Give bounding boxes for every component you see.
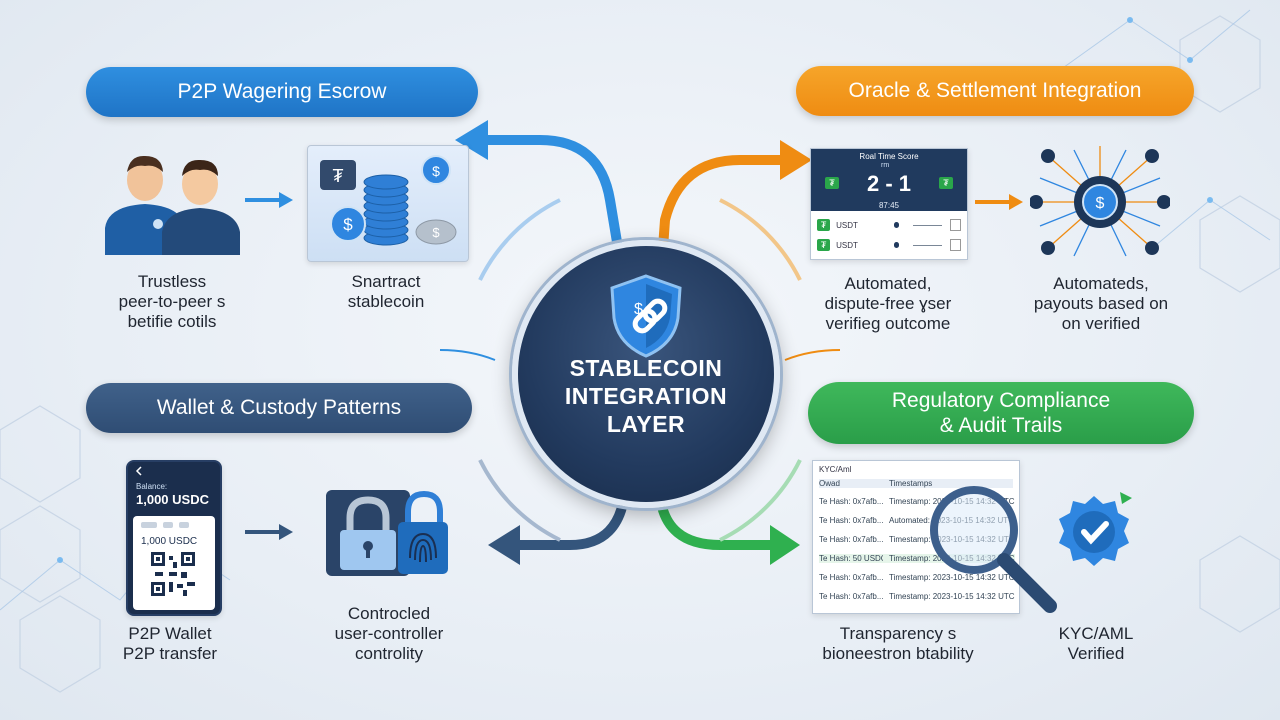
padlock-icon [326, 490, 410, 576]
audit-time: Timestamp: 2023-10-15 14:32 UTC [889, 592, 1015, 601]
payout-network-icon: $ [1030, 146, 1170, 257]
scoreboard-header-text: Roal Time Score [859, 152, 919, 161]
hub-title: STABLECOIN INTEGRATION LAYER [564, 355, 728, 437]
audit-row: Te Hash: 0x7afb... Timestamp: 2023-10-15 … [819, 592, 1015, 601]
compliance-caption-left: Transparency s bioneestron btability [822, 624, 974, 663]
audit-table-header: Owad Timestamps [819, 479, 1013, 488]
wallet-phone: Balance: 1,000 USDC 1,000 USDC [126, 460, 222, 616]
escrow-caption-left: Trustless peer-to-peer s betifie cotils [118, 272, 226, 331]
wallet-caption-left: P2P Wallet P2P transfer [122, 624, 218, 663]
wallet-title-pill: Wallet & Custody Patterns [86, 383, 472, 433]
oracle-caption-right: Automateds, payouts based on on verified [1033, 274, 1169, 333]
wallet-card: 1,000 USDC [133, 516, 215, 610]
balance-label: Balance: [136, 482, 168, 491]
card-chip [141, 522, 157, 528]
scoreboard-header: Roal Time Score rm ₮ 2 - 1 ₮ 87:45 [811, 149, 967, 211]
scoreboard-time: 87:45 [878, 201, 900, 210]
score-row-2: ₮ USDT [817, 239, 961, 251]
usdt-label-1: USDT [836, 220, 858, 230]
wallet-title: Wallet & Custody Patterns [156, 396, 402, 419]
fingerprint-icon [398, 490, 448, 574]
escrow-title: P2P Wagering Escrow [177, 80, 387, 103]
usdt-badge-1: ₮ [817, 219, 831, 231]
row-line-2 [913, 244, 942, 246]
svg-text:$: $ [432, 225, 440, 240]
svg-text:$: $ [432, 163, 440, 179]
back-arrow-icon [135, 466, 142, 476]
oracle-title-pill: Oracle & Settlement Integration [796, 66, 1194, 116]
compliance-caption-right: KYC/AML Verified [1058, 624, 1134, 663]
escrow-title-pill: P2P Wagering Escrow [86, 67, 478, 117]
oracle-title: Oracle & Settlement Integration [848, 79, 1142, 102]
compliance-title: Regulatory Compliance & Audit Trails [891, 389, 1111, 437]
row-dot-1 [893, 222, 900, 228]
balance-value: 1,000 USDC [136, 492, 209, 507]
audit-hash: Te Hash: 0x7afb... [819, 516, 883, 525]
svg-text:$: $ [634, 301, 643, 318]
scoreboard-score: 2 - 1 [866, 171, 912, 196]
coins-icon: ₮ $ $ $ [320, 155, 457, 246]
scoreboard-card: Roal Time Score rm ₮ 2 - 1 ₮ 87:45 ₮ USD… [810, 148, 968, 260]
card-chip-2 [163, 522, 173, 528]
row-dot-2 [893, 242, 900, 248]
card-chip-3 [179, 522, 189, 528]
row-line-1 [913, 224, 942, 226]
wallet-arrow-1 [245, 524, 293, 540]
audit-hash: Te Hash: 0x7afb... [819, 535, 883, 544]
oracle-arrow-1 [975, 194, 1023, 210]
score-row-1: ₮ USDT [817, 219, 961, 231]
team-b-badge: ₮ [939, 177, 953, 189]
verified-badge-icon [1059, 492, 1132, 566]
audit-time: Timestamp: 2023-10-15 14:32 UTC [889, 573, 1015, 582]
audit-row: Te Hash: 0x7afb... Timestamp: 2023-10-15 … [819, 573, 1015, 582]
row-check-2 [949, 239, 961, 251]
wallet-caption-right: Controcled user-controller controlity [334, 604, 444, 663]
svg-text:$: $ [343, 215, 353, 234]
audit-table-title: KYC/Aml [819, 465, 852, 474]
usdt-badge-2: ₮ [817, 239, 831, 251]
magnifier-icon [930, 486, 1057, 613]
compliance-title-pill: Regulatory Compliance & Audit Trails [808, 382, 1194, 444]
header-col-1: Owad [819, 479, 840, 488]
stablecoin-hub: $ STABLECOIN INTEGRATION LAYER [512, 240, 780, 508]
usdt-label-2: USDT [836, 240, 858, 250]
escrow-arrow-1 [245, 192, 293, 208]
audit-hash: Te Hash: 0x7afb... [819, 592, 883, 601]
svg-text:$: $ [1096, 195, 1105, 212]
users-icon [105, 155, 240, 255]
row-check-1 [949, 219, 961, 231]
header-col-2: Timestamps [889, 479, 933, 488]
audit-hash: Te Hash: 0x7afb... [819, 573, 883, 582]
audit-hash: Te Hash: 50 USDC... [819, 554, 883, 563]
scoreboard-mini-text: rm [881, 162, 890, 169]
custody-tile [326, 488, 450, 578]
oracle-caption-left: Automated, dispute-free ɣser verifieg ou… [824, 274, 952, 333]
escrow-caption-right: Snartract stablecoin [347, 272, 425, 311]
svg-text:₮: ₮ [333, 166, 344, 186]
shield-chain-icon: $ [610, 274, 682, 358]
team-a-badge: ₮ [825, 177, 839, 189]
audit-hash: Te Hash: 0x7afb... [819, 497, 883, 506]
card-amount: 1,000 USDC [141, 536, 198, 547]
qr-code-icon [151, 552, 195, 596]
coins-card: ₮ $ $ $ [307, 145, 469, 262]
